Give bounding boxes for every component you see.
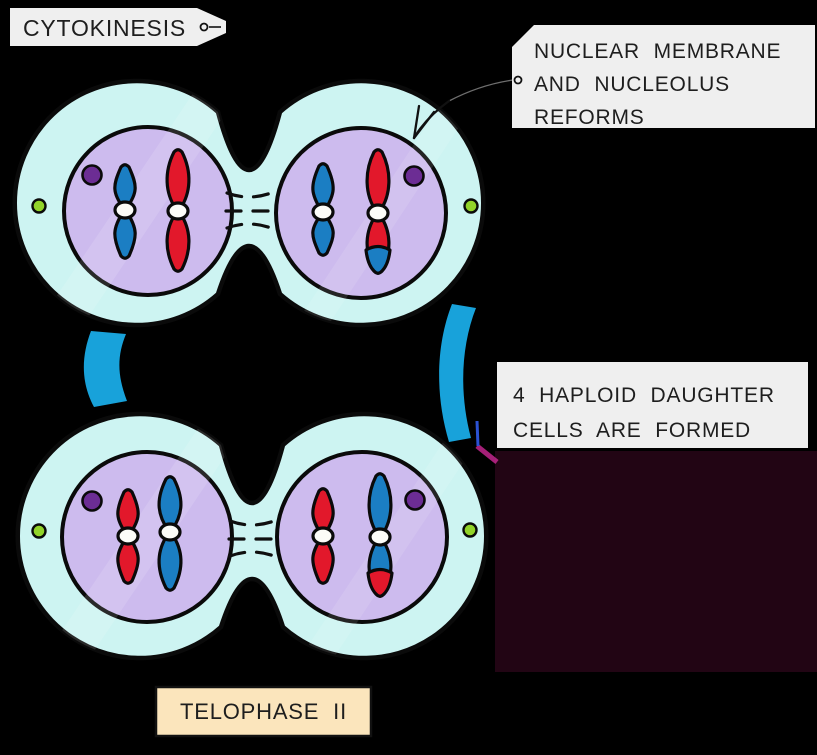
- nucleolus-top-right: [403, 165, 425, 187]
- cytokinesis-label: CYTOKINESIS: [23, 15, 187, 41]
- watermark-glow-streak: [475, 444, 499, 464]
- centromere: [311, 526, 335, 546]
- nuclear-membrane-label-line2: AND NUCLEOLUS: [534, 73, 730, 96]
- tag-hole: [513, 75, 523, 85]
- crossover-tip-blue: [364, 244, 392, 275]
- cleavage-furrow-top: [224, 191, 274, 230]
- nucleolus-bottom-left: [81, 490, 103, 512]
- annotation-arrow-shaft-outer: [448, 79, 514, 102]
- band-edge-line: [475, 420, 480, 447]
- chromosome-blue-top-right: [311, 162, 335, 257]
- cleavage-furrow-bottom: [227, 519, 277, 558]
- centriole-bottom-right: [462, 522, 478, 538]
- centromere: [113, 200, 137, 220]
- haploid-label-line2: CELLS ARE FORMED: [513, 419, 752, 442]
- centromere: [366, 203, 390, 223]
- centromere: [311, 202, 335, 222]
- centromere: [158, 522, 182, 542]
- nuclear-membrane-tag: [512, 25, 815, 128]
- nuclear-membrane-label: NUCLEAR MEMBRANE AND NUCLEOLUS REFORMS: [534, 35, 781, 134]
- centromere: [166, 201, 190, 221]
- chromosome-red-bottom-left: [116, 488, 140, 585]
- nuclear-membrane-label-line3: REFORMS: [534, 106, 645, 129]
- crossover-tip-red: [366, 567, 394, 598]
- annotation-arrow: [412, 79, 514, 140]
- chromosome-red-bottom-right: [311, 487, 335, 585]
- nuclear-membrane-label-line1: NUCLEAR MEMBRANE: [534, 40, 782, 63]
- annotation-arrowhead: [412, 104, 436, 140]
- telophase-stage-label: TELOPHASE II: [156, 687, 371, 736]
- chromatid-lobe: [367, 472, 393, 537]
- chromatid-lobe: [365, 148, 391, 213]
- sheen-bottom-pair: [49, 413, 487, 659]
- cell-pair-top: [15, 65, 484, 335]
- cytokinesis-tag: [10, 8, 226, 46]
- centromere: [116, 526, 140, 546]
- haploid-label-line1: 4 HAPLOID DAUGHTER: [513, 384, 775, 407]
- nucleus-bottom-left: [60, 450, 234, 624]
- transition-arrow-left: [83, 331, 127, 407]
- chromosome-blue-top-left: [113, 163, 137, 260]
- centriole-top-right: [463, 198, 479, 214]
- telophase-label-box: [154, 685, 373, 738]
- chromatid-lobe: [157, 475, 183, 532]
- chromatid-lobe: [165, 211, 191, 273]
- centriole-bottom-left: [31, 523, 47, 539]
- telophase-stage-label-text: TELOPHASE II: [180, 698, 347, 724]
- chromatid-lobe: [157, 532, 183, 592]
- chromosome-blue-crossover-bottom-right: [366, 472, 394, 598]
- watermark-dark-patch: [495, 451, 817, 672]
- chromatid-lobe: [165, 148, 191, 211]
- cell-pair-bottom: [18, 400, 487, 668]
- transition-arrow-right: [439, 304, 476, 442]
- centriole-top-left: [31, 198, 47, 214]
- centromere: [368, 527, 392, 547]
- nucleolus-top-left: [81, 164, 103, 186]
- chromosome-red-top-left: [165, 148, 191, 273]
- nucleolus-bottom-right: [404, 489, 426, 511]
- haploid-label: 4 HAPLOID DAUGHTER CELLS ARE FORMED: [513, 378, 775, 448]
- haploid-label-box: [497, 362, 808, 448]
- chromosome-blue-bottom-left: [157, 475, 183, 592]
- chromosome-red-crossover-top-right: [364, 148, 392, 275]
- tag-hole: [199, 22, 209, 32]
